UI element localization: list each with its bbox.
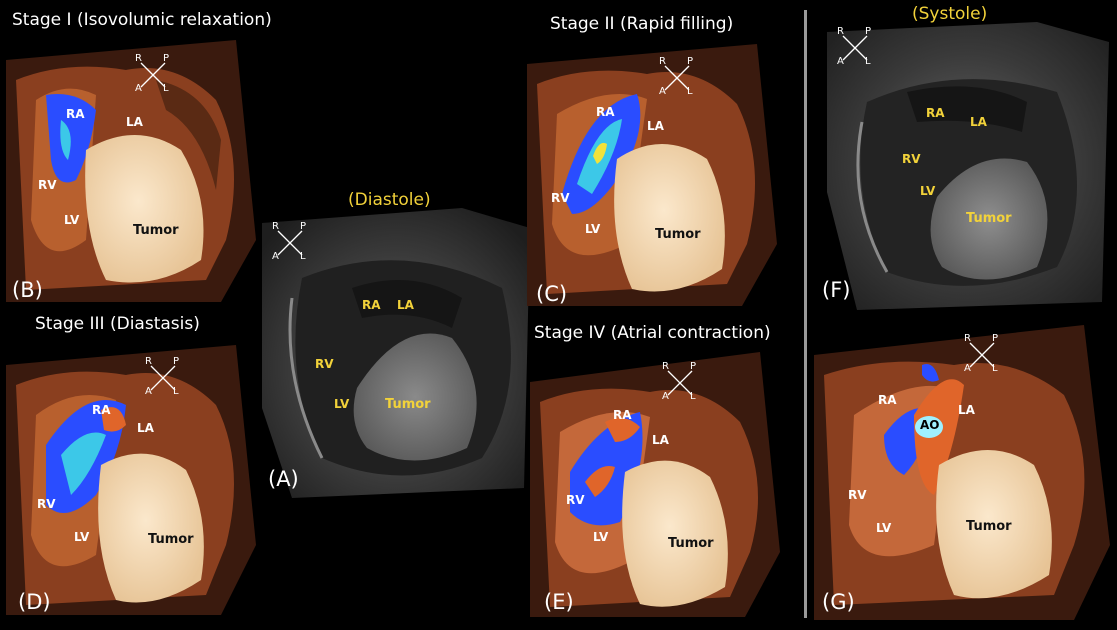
panel-f-tumor-label: Tumor — [966, 211, 1012, 226]
panel-g-image — [814, 325, 1110, 620]
panel-d-lv-label: LV — [74, 530, 90, 544]
panel-d-ra-label: RA — [92, 403, 111, 417]
panel-d-letter: (D) — [18, 590, 51, 614]
panel-d-la-label: LA — [137, 421, 154, 435]
vertical-divider — [804, 10, 807, 618]
panel-c-letter: (C) — [536, 282, 568, 306]
panel-g-lv-label: LV — [876, 521, 892, 535]
panel-b-rv-label: RV — [38, 178, 57, 192]
panel-b-lv-label: LV — [64, 213, 80, 227]
systole-title: (Systole) — [912, 4, 988, 24]
stage1-title: Stage I (Isovolumic relaxation) — [12, 10, 272, 30]
panel-e-tumor-label: Tumor — [668, 536, 714, 551]
panel-b-letter: (B) — [12, 278, 43, 302]
panel-e-lv-label: LV — [593, 530, 609, 544]
diastole-title: (Diastole) — [348, 190, 431, 210]
panel-a-la-label: LA — [397, 298, 414, 312]
panel-c-rv-label: RV — [551, 191, 570, 205]
panel-f-la-label: LA — [970, 115, 987, 129]
panel-c-ra-label: RA — [596, 105, 615, 119]
stage3-title: Stage III (Diastasis) — [35, 314, 200, 334]
panel-f-image — [827, 22, 1109, 310]
panel-c-la-label: LA — [647, 119, 664, 133]
panel-g-la-label: LA — [958, 403, 975, 417]
panel-g-letter: (G) — [822, 590, 855, 614]
panel-d-image — [6, 345, 256, 615]
panel-g-rv-label: RV — [848, 488, 867, 502]
stage4-title: Stage IV (Atrial contraction) — [534, 323, 771, 343]
panel-c-tumor-label: Tumor — [655, 227, 701, 242]
panel-b-tumor-label: Tumor — [133, 223, 179, 238]
panel-a-lv-label: LV — [334, 397, 350, 411]
panel-f-ra-label: RA — [926, 106, 945, 120]
panel-b-ra-label: RA — [66, 107, 85, 121]
panel-f-rv-label: RV — [902, 152, 921, 166]
panel-a-ra-label: RA — [362, 298, 381, 312]
panel-e-letter: (E) — [544, 590, 574, 614]
panel-e-rv-label: RV — [566, 493, 585, 507]
panel-g-ao-label: AO — [920, 418, 940, 432]
panel-g-ra-label: RA — [878, 393, 897, 407]
panel-f-letter: (F) — [822, 278, 851, 302]
panel-g-tumor-label: Tumor — [966, 519, 1012, 534]
stage2-title: Stage II (Rapid filling) — [550, 14, 734, 34]
panel-e-ra-label: RA — [613, 408, 632, 422]
panel-d-tumor-label: Tumor — [148, 532, 194, 547]
panel-a-tumor-label: Tumor — [385, 397, 431, 412]
panel-f-lv-label: LV — [920, 184, 936, 198]
panel-a-rv-label: RV — [315, 357, 334, 371]
panel-e-image — [530, 352, 780, 617]
panel-a-image — [262, 208, 530, 498]
panel-b-la-label: LA — [126, 115, 143, 129]
panel-e-la-label: LA — [652, 433, 669, 447]
panel-c-lv-label: LV — [585, 222, 601, 236]
panel-b-image — [6, 40, 256, 302]
panel-a-letter: (A) — [268, 467, 299, 491]
panel-d-rv-label: RV — [37, 497, 56, 511]
panel-c-image — [527, 44, 777, 306]
